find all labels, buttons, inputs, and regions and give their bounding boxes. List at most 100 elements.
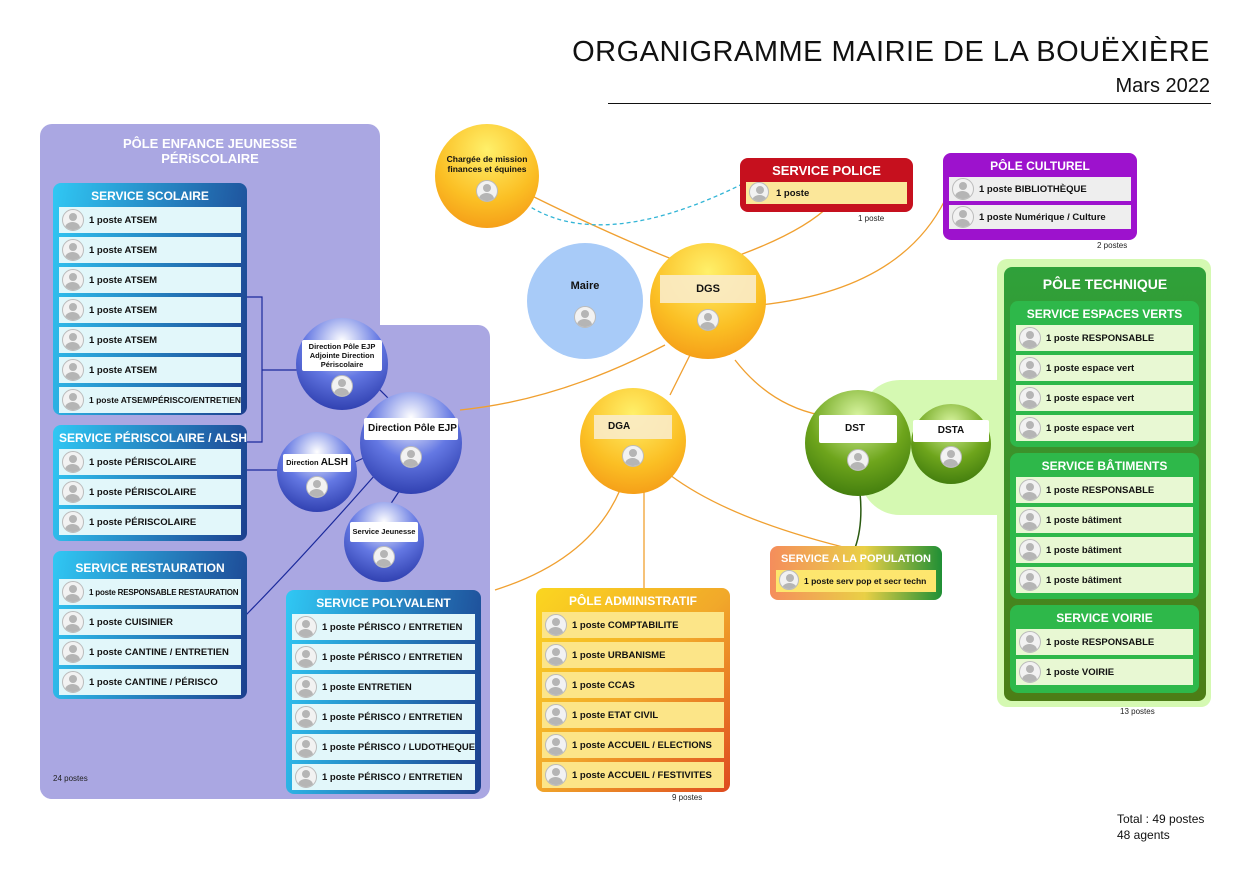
avatar [1019, 357, 1041, 379]
avatar [940, 446, 962, 468]
avatar [545, 644, 567, 666]
service-espaces-verts: SERVICE ESPACES VERTS 1 poste RESPONSABL… [1010, 301, 1199, 447]
avatar [545, 764, 567, 786]
service-batiments-title: SERVICE BÂTIMENTS [1041, 459, 1168, 473]
service-population-title: SERVICE A LA POPULATION [781, 553, 931, 565]
service-periscolaire: SERVICE PÉRISCOLAIRE / ALSH 1 poste PÉRI… [53, 425, 247, 541]
list-item: 1 poste ATSEM [59, 207, 241, 233]
pole-administratif-count: 9 postes [672, 793, 703, 802]
list-item: 1 poste bâtiment [1016, 567, 1193, 593]
avatar [622, 445, 644, 467]
node-maire: Maire [527, 243, 643, 359]
list-item: 1 poste serv pop et secr techn [776, 570, 936, 592]
list-item: 1 poste PÉRISCO / ENTRETIEN [292, 614, 475, 640]
link-dgs-dga [669, 354, 691, 396]
list-item: 1 poste RESPONSABLE [1016, 325, 1193, 351]
avatar [62, 671, 84, 693]
avatar [295, 646, 317, 668]
list-item: 1 poste ETAT CIVIL [542, 702, 724, 728]
list-item: 1 poste ATSEM [59, 357, 241, 383]
avatar [545, 614, 567, 636]
avatar [749, 182, 769, 202]
list-item: 1 poste CANTINE / ENTRETIEN [59, 639, 241, 665]
list-item: 1 poste CANTINE / PÉRISCO [59, 669, 241, 695]
node-dst: DST [805, 390, 911, 496]
list-item: 1 poste ATSEM/PÉRISCO/ENTRETIEN [59, 387, 241, 413]
node-service-jeunesse-label: Service Jeunesse [349, 522, 419, 542]
service-restauration-title: SERVICE RESTAURATION [75, 561, 225, 575]
node-direction-adjointe-label: Direction Pôle EJP Adjointe Direction Pé… [302, 339, 382, 371]
list-item: 1 poste ENTRETIEN [292, 674, 475, 700]
node-direction-alsh-label: Direction ALSH [283, 454, 351, 472]
avatar [545, 674, 567, 696]
pole-administratif: PÔLE ADMINISTRATIF 1 poste COMPTABILITE … [536, 588, 730, 792]
service-polyvalent: SERVICE POLYVALENT 1 poste PÉRISCO / ENT… [286, 590, 481, 794]
avatar [1019, 479, 1041, 501]
list-item: 1 poste CUISINIER [59, 609, 241, 635]
node-dgs: DGS [650, 243, 766, 359]
list-item: 1 poste Numérique / Culture [949, 205, 1131, 229]
service-periscolaire-title: SERVICE PÉRISCOLAIRE / ALSH [59, 431, 248, 445]
list-item: 1 poste PÉRISCO / ENTRETIEN [292, 764, 475, 790]
avatar [306, 476, 328, 498]
list-item: 1 poste ATSEM [59, 267, 241, 293]
pole-culturel-count: 2 postes [1097, 241, 1128, 250]
list-item: 1 poste PÉRISCO / LUDOTHEQUE [292, 734, 475, 760]
avatar [1019, 539, 1041, 561]
list-item: 1 poste espace vert [1016, 355, 1193, 381]
avatar [1019, 661, 1041, 683]
list-item: 1 poste ATSEM [59, 297, 241, 323]
service-espaces-verts-title: SERVICE ESPACES VERTS [1026, 307, 1183, 321]
page-subtitle: Mars 2022 [1115, 75, 1211, 97]
avatar [62, 209, 84, 231]
avatar [1019, 417, 1041, 439]
service-batiments: SERVICE BÂTIMENTS 1 poste RESPONSABLE 1 … [1010, 453, 1199, 599]
link-dgs-culturel [759, 199, 946, 306]
avatar [1019, 569, 1041, 591]
link-dga-population [669, 474, 856, 551]
avatar [62, 389, 84, 411]
node-dsta-label: DSTA [913, 420, 989, 442]
list-item: 1 poste RESPONSABLE [1016, 477, 1193, 503]
list-item: 1 poste CCAS [542, 672, 724, 698]
list-item: 1 poste PÉRISCOLAIRE [59, 479, 241, 505]
link-dgs-dst [734, 359, 821, 416]
link-mission-police-dashed [519, 174, 761, 226]
avatar [476, 180, 498, 202]
list-item: 1 poste ACCUEIL / FESTIVITES [542, 762, 724, 788]
service-polyvalent-title: SERVICE POLYVALENT [316, 596, 451, 610]
avatar [1019, 387, 1041, 409]
avatar [1019, 509, 1041, 531]
avatar [295, 616, 317, 638]
node-direction-ejp: Direction Pôle EJP [360, 392, 462, 494]
list-item: 1 poste PÉRISCO / ENTRETIEN [292, 704, 475, 730]
avatar [295, 766, 317, 788]
title-rule [608, 103, 1211, 104]
avatar [952, 178, 974, 200]
list-item: 1 poste URBANISME [542, 642, 724, 668]
avatar [62, 641, 84, 663]
avatar [62, 359, 84, 381]
link-dga-polyvalent [494, 489, 621, 591]
list-item: 1 poste PÉRISCOLAIRE [59, 449, 241, 475]
list-item: 1 poste ATSEM [59, 237, 241, 263]
pole-culturel-title: PÔLE CULTUREL [990, 159, 1090, 173]
node-charge-mission-label: Chargée de mission finances et équines [446, 154, 528, 174]
avatar [847, 449, 869, 471]
avatar [62, 611, 84, 633]
service-restauration: SERVICE RESTAURATION 1 poste RESPONSABLE… [53, 551, 247, 699]
node-charge-mission: Chargée de mission finances et équines [435, 124, 539, 228]
avatar [62, 581, 84, 603]
avatar [62, 299, 84, 321]
avatar [697, 309, 719, 331]
list-item: 1 poste bâtiment [1016, 537, 1193, 563]
avatar [1019, 631, 1041, 653]
total-agents: 48 agents [1117, 828, 1170, 842]
avatar [574, 306, 596, 328]
node-direction-adjointe: Direction Pôle EJP Adjointe Direction Pé… [296, 318, 388, 410]
service-police: SERVICE POLICE 1 poste [740, 158, 913, 212]
list-item: 1 poste espace vert [1016, 415, 1193, 441]
avatar [331, 374, 353, 397]
avatar [952, 206, 974, 228]
service-police-title: SERVICE POLICE [772, 163, 881, 178]
